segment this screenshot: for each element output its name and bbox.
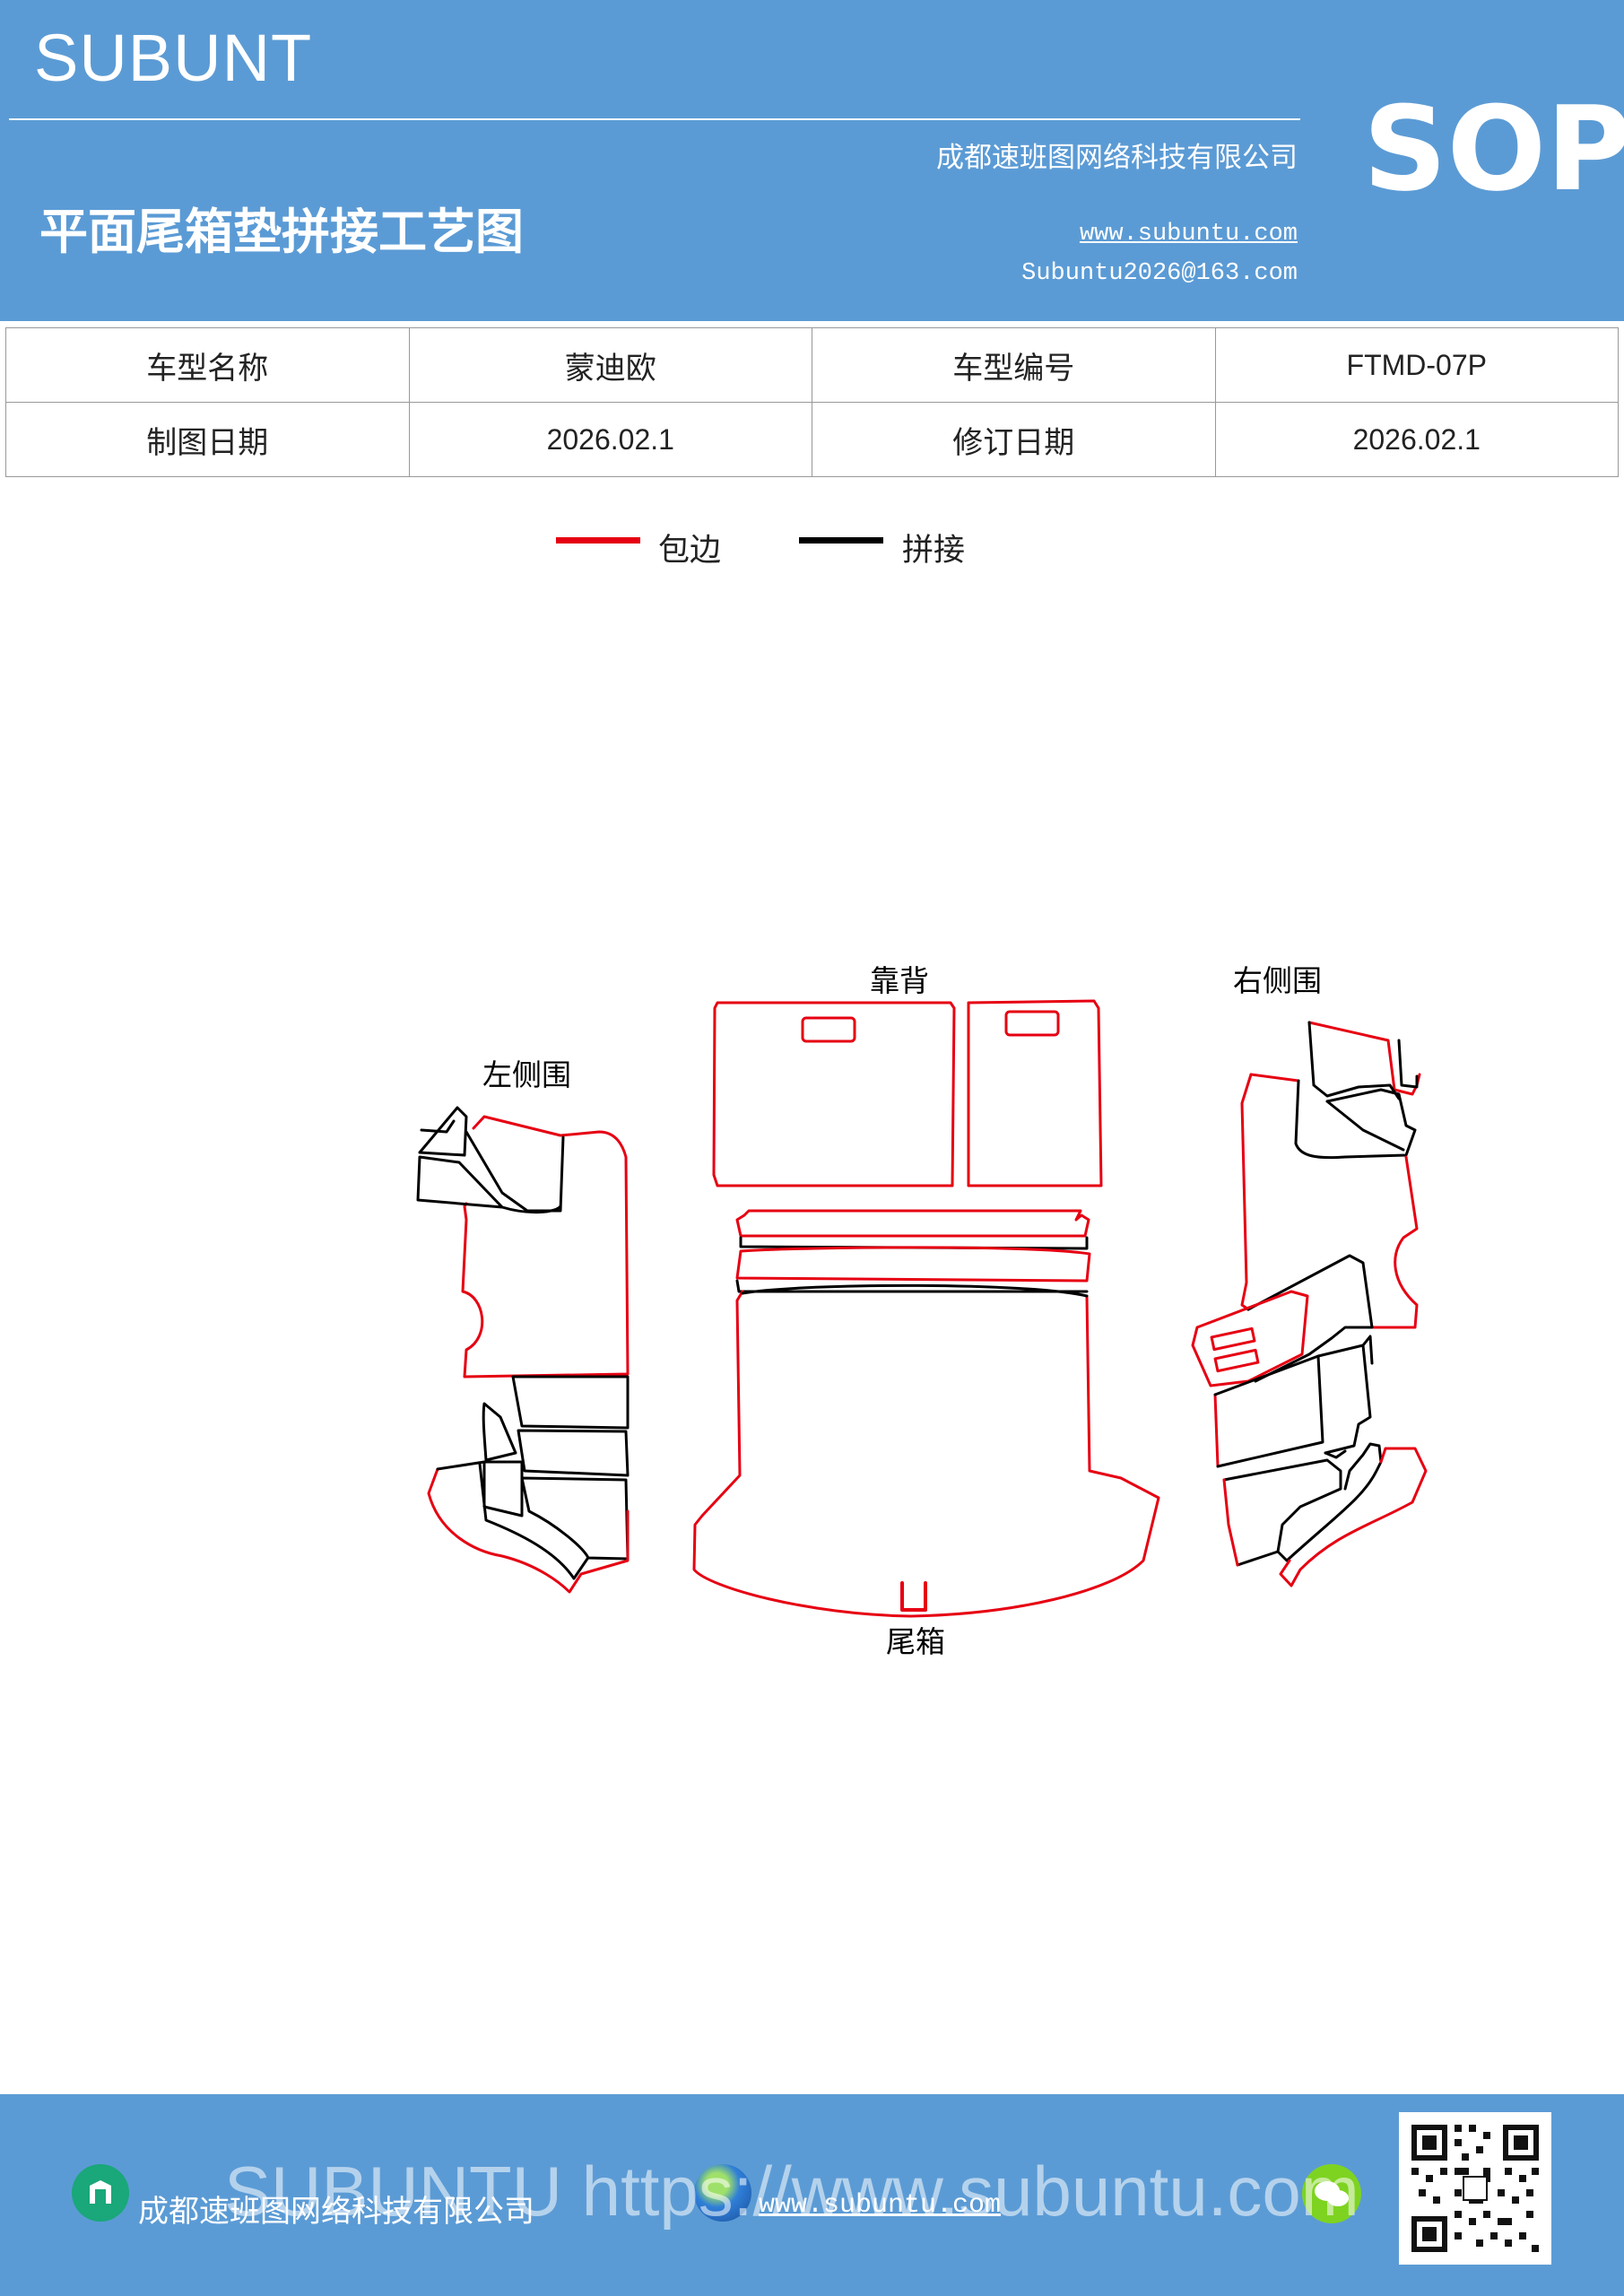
brand-logo-text: SUBUNT (34, 21, 313, 95)
header-divider (9, 118, 1300, 120)
backrest-panel (712, 999, 1103, 1187)
table-row: 车型名称 蒙迪欧 车型编号 FTMD-07P (5, 327, 1619, 403)
left-side-panel (416, 1106, 630, 1594)
sop-label: SOP (1363, 81, 1624, 217)
table-cell: FTMD-07P (1214, 327, 1619, 403)
globe-icon (694, 2164, 751, 2222)
building-icon (72, 2164, 129, 2222)
table-cell: 车型编号 (812, 327, 1216, 403)
table-cell: 修订日期 (812, 402, 1216, 477)
left-side-label: 左侧围 (482, 1057, 571, 1092)
legend-edge-binding-label: 包边 (658, 533, 722, 569)
backrest-label: 靠背 (870, 963, 929, 998)
legend-edge-binding-swatch (556, 537, 640, 544)
email-address[interactable]: Subuntu2026@163.com (1021, 260, 1298, 287)
footer-watermark: SUBUNTU https://www.subuntu.com (224, 2152, 1359, 2231)
table-cell: 2026.02.1 (408, 402, 812, 477)
trunk-label: 尾箱 (886, 1624, 945, 1659)
vehicle-info-table: 车型名称 蒙迪欧 车型编号 FTMD-07P 制图日期 2026.02.1 修订… (5, 327, 1619, 477)
qr-code-icon[interactable] (1399, 2112, 1551, 2265)
building-icon-glyph (90, 2180, 111, 2204)
right-side-panel (1191, 1021, 1428, 1587)
header-banner (0, 0, 1624, 321)
table-cell: 制图日期 (5, 402, 410, 477)
legend-seam-label: 拼接 (902, 533, 966, 569)
legend-seam-swatch (799, 537, 883, 544)
company-name: 成都速班图网络科技有限公司 (936, 142, 1298, 174)
trunk-panel (692, 1209, 1160, 1618)
table-cell: 2026.02.1 (1214, 402, 1619, 477)
table-cell: 车型名称 (5, 327, 410, 403)
wechat-icon-glyph (1315, 2181, 1349, 2206)
footer-company-name: 成都速班图网络科技有限公司 (138, 2194, 534, 2230)
footer-website-link[interactable]: www.subuntu.com (759, 2190, 1002, 2221)
website-link[interactable]: www.subuntu.com (1079, 221, 1298, 248)
document-title: 平面尾箱垫拼接工艺图 (39, 204, 524, 260)
qr-code-graphic (1408, 2121, 1542, 2256)
table-cell: 蒙迪欧 (408, 327, 812, 403)
right-side-label: 右侧围 (1233, 963, 1322, 998)
table-row: 制图日期 2026.02.1 修订日期 2026.02.1 (5, 402, 1619, 477)
wechat-icon[interactable] (1302, 2164, 1361, 2223)
